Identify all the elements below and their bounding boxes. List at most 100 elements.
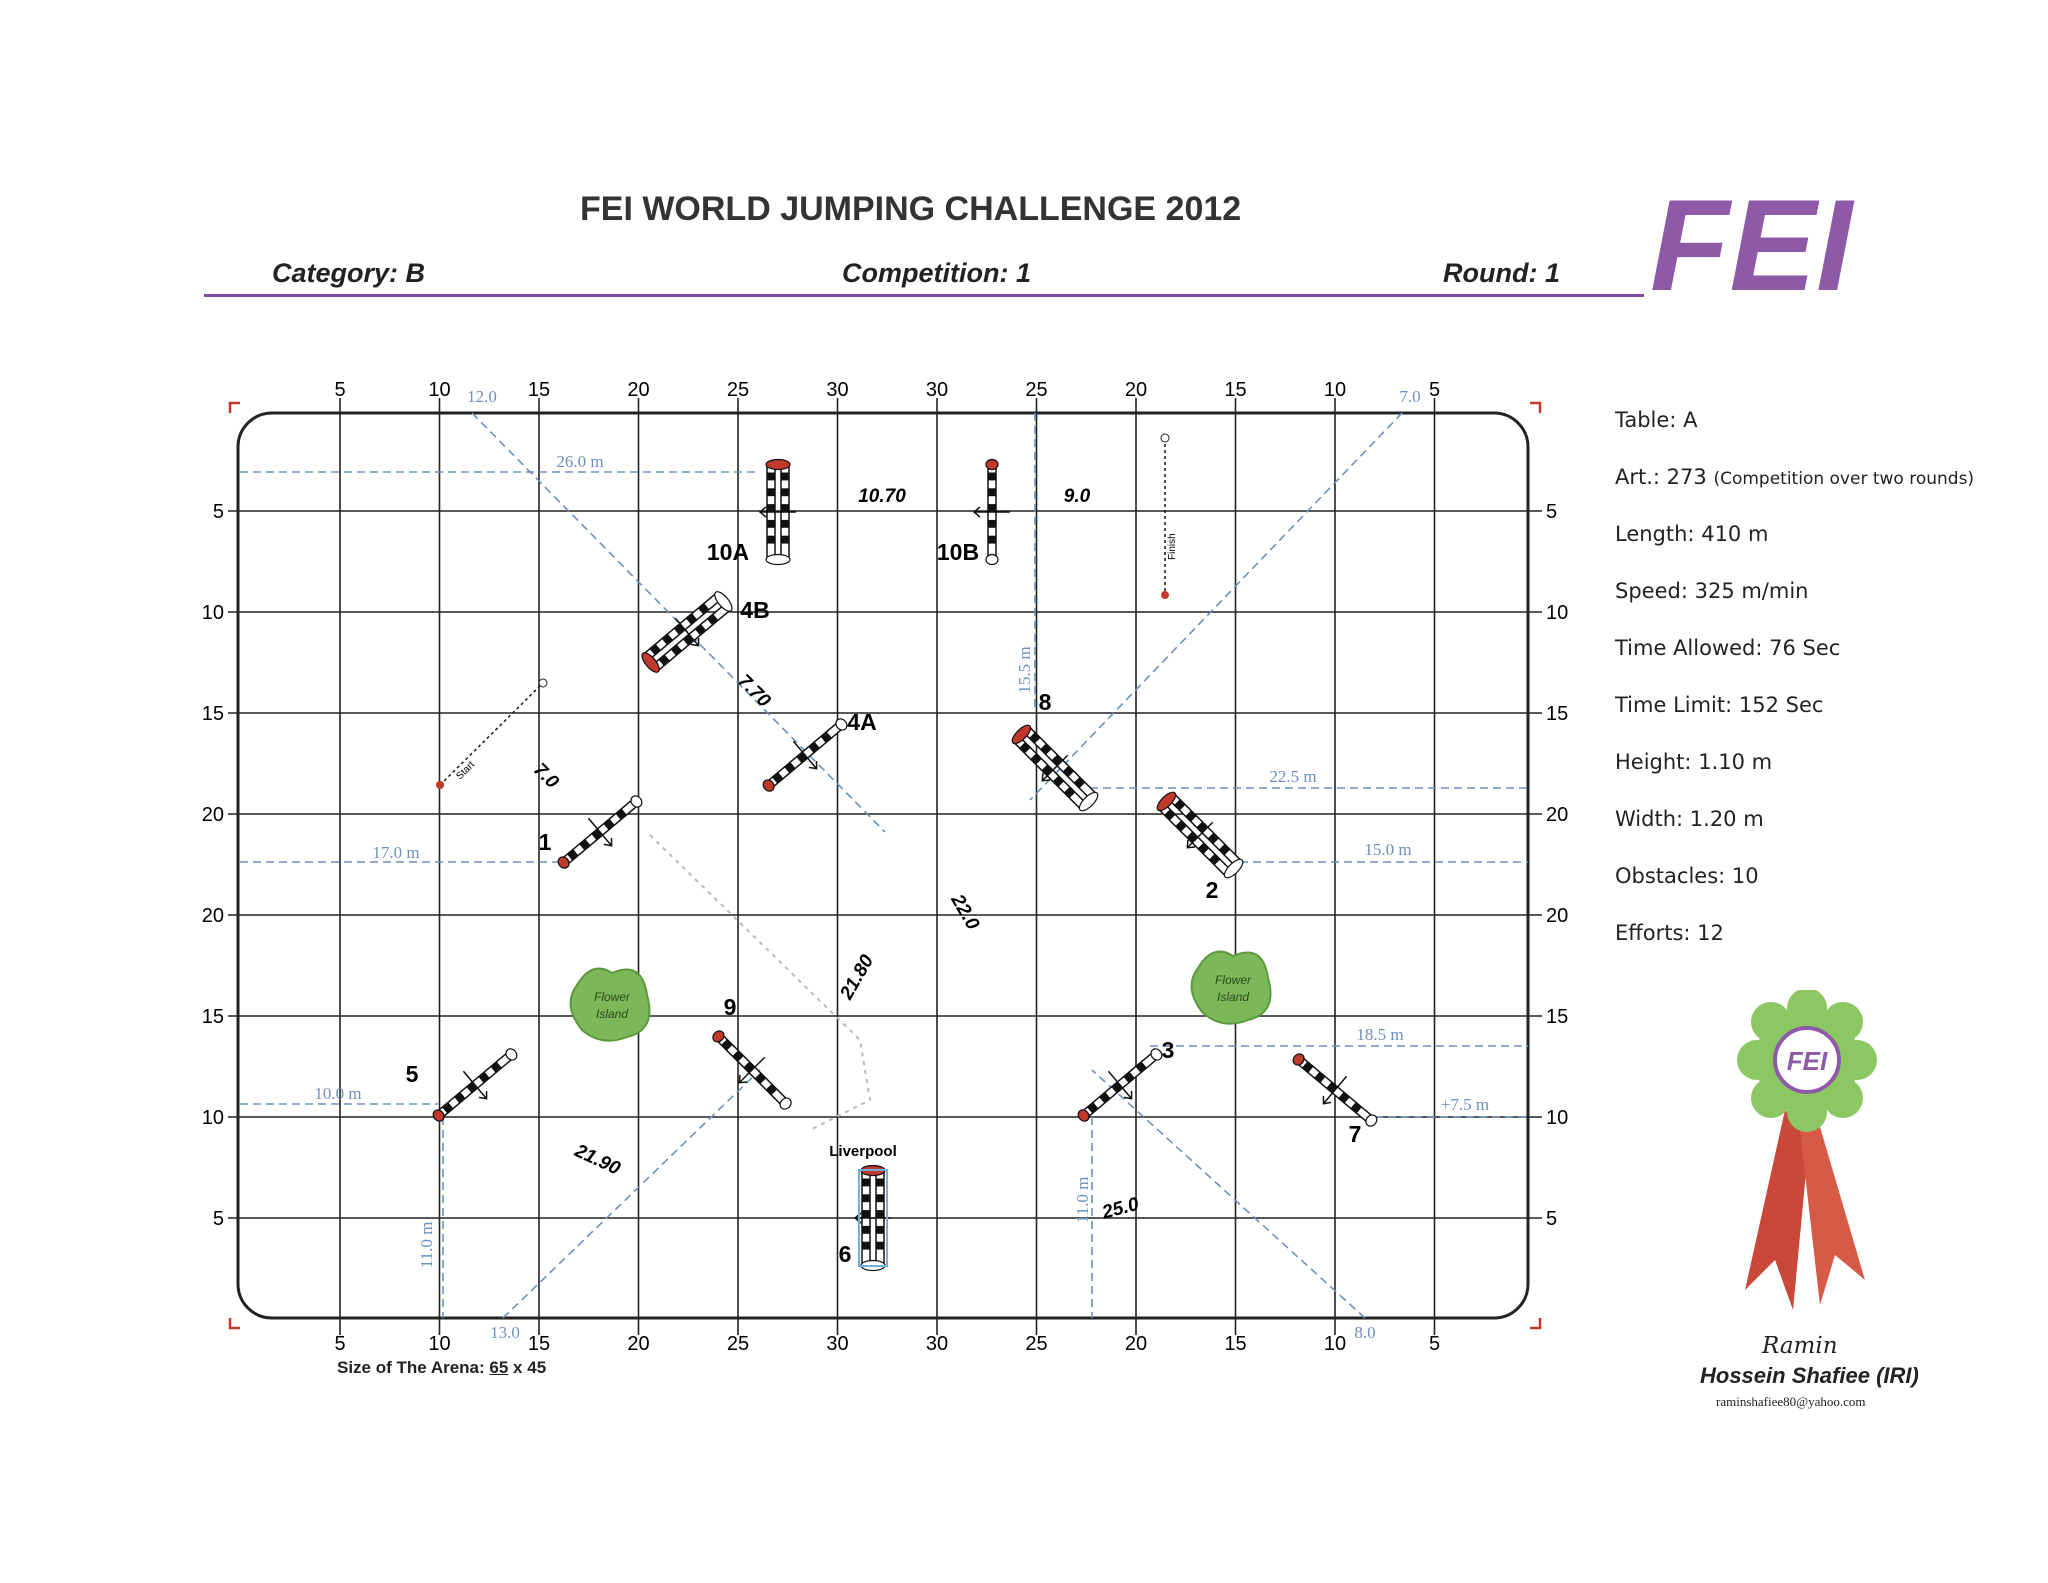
bottom-tick-label: 10	[1324, 1333, 1346, 1355]
distance-label: 10.70	[858, 486, 906, 507]
signature-script: Ramin	[1762, 1333, 1838, 1359]
pole-stripe	[1123, 1071, 1135, 1083]
pole-stripe	[698, 603, 710, 615]
right-tick-label: 20	[1546, 905, 1568, 927]
pole-stripe	[876, 1178, 884, 1187]
pole-stripe	[988, 519, 996, 528]
dimension-label: 8.0	[1354, 1323, 1375, 1342]
info-value: 1.10 m	[1698, 750, 1773, 774]
direction-arrow	[792, 740, 818, 770]
red-flag-marker	[712, 1030, 725, 1043]
start-label: Start	[454, 759, 477, 782]
dimension-label: 13.0	[490, 1323, 520, 1342]
dimension-label: 10.0 m	[314, 1084, 361, 1103]
pole-stripe	[1302, 1061, 1314, 1073]
pole-stripe	[707, 613, 719, 626]
start-marker-red	[436, 781, 444, 789]
page-title: FEI WORLD JUMPING CHALLENGE 2012	[580, 190, 1242, 228]
bottom-tick-label: 20	[1125, 1333, 1147, 1355]
pole-stripe	[1087, 1102, 1099, 1114]
white-flag-marker	[985, 553, 999, 566]
white-flag-marker	[714, 591, 733, 612]
red-flag-marker	[557, 856, 570, 869]
red-flag-marker	[641, 652, 660, 673]
direction-arrow	[1041, 754, 1069, 782]
pole-stripe	[567, 849, 579, 861]
designer-name: Hossein Shafiee (IRI)	[1700, 1363, 1919, 1388]
pole-stripe	[1208, 853, 1221, 866]
pole-stripe	[876, 1194, 884, 1203]
pole-stripe	[1029, 732, 1041, 744]
info-row: Art.: 273 (Competition over two rounds)	[1615, 465, 1974, 522]
info-row: Obstacles: 10	[1615, 864, 1974, 921]
info-row: Table: A	[1615, 408, 1974, 465]
pole-stripe	[1218, 843, 1231, 856]
left-tick-label: 10	[202, 602, 224, 624]
obstacle-10b	[972, 458, 1010, 566]
left-tick-label: 5	[213, 501, 224, 523]
distance-label: 22.0	[946, 890, 983, 934]
info-row: Speed: 325 m/min	[1615, 579, 1974, 636]
red-flag-marker	[432, 1109, 445, 1122]
red-flag-marker	[762, 779, 775, 792]
red-flag-marker	[1011, 724, 1032, 745]
bottom-tick-label: 30	[926, 1333, 948, 1355]
obstacle-number: 4B	[740, 597, 769, 623]
obstacle-9	[712, 1030, 792, 1110]
direction-arrow	[1107, 1070, 1133, 1100]
pole-stripe	[1062, 765, 1074, 778]
direction-arrow	[1186, 821, 1214, 849]
left-tick-label: 20	[202, 905, 224, 927]
info-label: Width:	[1615, 807, 1684, 831]
info-row: Height: 1.10 m	[1615, 750, 1974, 807]
finish-marker-red	[1161, 591, 1169, 599]
bottom-tick-label: 25	[1025, 1333, 1047, 1355]
white-flag-marker	[835, 718, 848, 731]
bottom-tick-label: 5	[334, 1333, 345, 1355]
pole-stripe	[1052, 775, 1065, 787]
obstacle-number: 9	[724, 994, 737, 1020]
info-label: Obstacles:	[1615, 864, 1726, 888]
dimension-line	[502, 1069, 761, 1319]
pole-stripe	[743, 1061, 755, 1073]
pole-stripe	[694, 624, 707, 636]
bottom-tick-label: 10	[428, 1333, 450, 1355]
right-tick-label: 10	[1546, 1107, 1568, 1129]
pole-stripe	[808, 741, 820, 753]
pole-stripe	[862, 1210, 870, 1218]
white-flag-marker	[1365, 1114, 1378, 1127]
top-tick-label: 20	[627, 379, 649, 401]
top-tick-label: 30	[926, 379, 948, 401]
info-label: Speed:	[1615, 579, 1688, 603]
info-label: Height:	[1615, 750, 1692, 774]
info-value: 410 m	[1701, 522, 1769, 546]
info-label: Time Limit:	[1615, 693, 1733, 717]
corner-mark	[228, 1318, 240, 1330]
white-flag-marker	[1150, 1048, 1163, 1061]
flower-island	[1190, 950, 1272, 1025]
right-tick-label: 10	[1546, 602, 1568, 624]
island-label-line1: Flower	[594, 990, 631, 1004]
obstacle-10a	[758, 458, 796, 566]
pole-stripe	[988, 472, 996, 481]
arena-length: 65	[489, 1358, 509, 1377]
top-tick-label: 15	[528, 379, 550, 401]
dimension-label: 15.0 m	[1364, 840, 1411, 859]
white-flag-marker	[505, 1048, 518, 1061]
obstacle-number: 4A	[847, 709, 876, 735]
red-flag-marker	[1077, 1109, 1090, 1122]
dimension-label: 26.0 m	[556, 452, 603, 471]
info-value: 273	[1666, 465, 1707, 489]
start-line	[439, 682, 544, 786]
pole-stripe	[1196, 821, 1208, 833]
competition-label: Competition: 1	[842, 258, 1031, 288]
distance-label: 7.70	[733, 671, 774, 712]
pole-stripe	[1073, 776, 1086, 789]
pole-stripe	[1051, 754, 1063, 766]
distance-label: 9.0	[1064, 486, 1091, 507]
pole-stripe	[1197, 842, 1210, 854]
distance-label: 7.0	[529, 759, 563, 793]
dimension-label: 11.0 m	[417, 1222, 436, 1269]
pole-stripe	[876, 1225, 884, 1234]
